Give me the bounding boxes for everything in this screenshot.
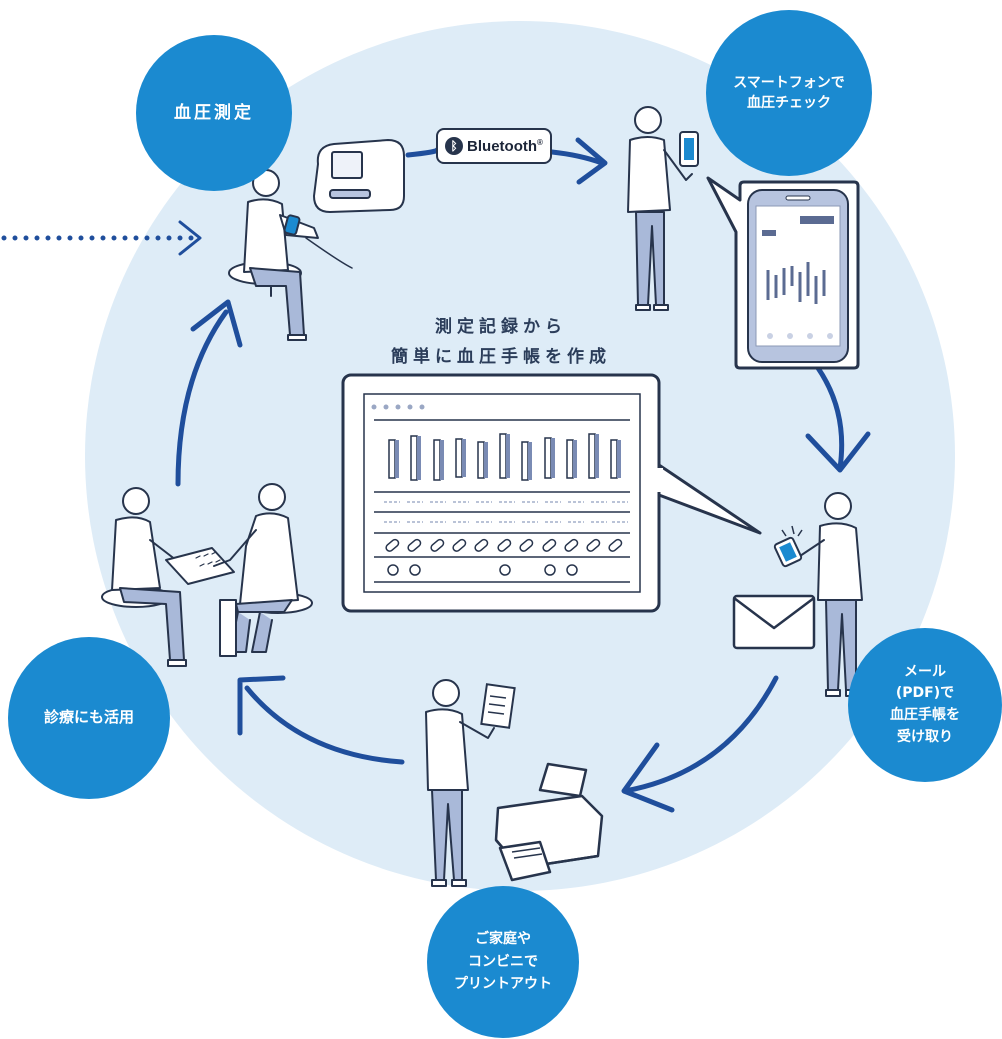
badge-mail-line-1: メール	[904, 663, 946, 680]
badge-measure: 血圧測定	[136, 35, 292, 191]
arrow-clinic-to-measure	[175, 299, 243, 487]
bluetooth-label: ᛒ Bluetooth®	[436, 128, 552, 164]
badge-smartphone: スマートフォンで 血圧チェック	[706, 10, 872, 176]
incoming-dotted-arrow	[1, 220, 202, 256]
arrow-phone-to-mail	[805, 365, 871, 473]
badge-mail-line-2: (PDF)で	[895, 685, 955, 702]
printer-icon	[494, 762, 604, 882]
document-icon	[480, 683, 516, 729]
badge-smartphone-line-2: 血圧チェック	[747, 95, 831, 111]
arrow-print-to-clinic	[237, 675, 405, 765]
smartphone-icon	[773, 525, 803, 568]
badge-mail: メール (PDF)で 血圧手帳を 受け取り	[848, 628, 1002, 782]
blood-pressure-monitor-icon	[313, 139, 405, 213]
badge-mail-line-3: 血圧手帳を	[890, 707, 960, 723]
bluetooth-text: Bluetooth	[467, 137, 538, 155]
person-printing	[425, 679, 495, 887]
badge-mail-line-4: 受け取り	[897, 728, 953, 745]
person-receiving-mail	[791, 492, 863, 697]
patient-and-doctor	[101, 483, 313, 667]
smartphone-icon	[679, 131, 699, 167]
arrow-mail-to-print	[621, 675, 779, 813]
phone-app-bubble	[706, 176, 860, 370]
center-caption-line-2: 簡単に血圧手帳を作成	[391, 347, 611, 367]
badge-print-line-2: コンビニで	[468, 953, 538, 970]
badge-clinic: 診療にも活用	[8, 637, 170, 799]
badge-measure-label: 血圧測定	[174, 102, 254, 123]
registered-mark: ®	[537, 137, 543, 147]
person-with-smartphone	[627, 106, 693, 311]
notebook-bar-chart	[388, 433, 618, 481]
bluetooth-icon: ᛒ	[445, 137, 464, 155]
badge-print-line-3: プリントアウト	[454, 976, 552, 993]
blood-pressure-notebook	[341, 373, 762, 613]
center-caption-line-1: 測定記録から	[435, 317, 567, 337]
pill-icon	[385, 538, 623, 552]
badge-print: ご家庭や コンビニで プリントアウト	[427, 886, 579, 1038]
envelope-icon	[732, 594, 816, 650]
badge-clinic-label: 診療にも活用	[43, 708, 134, 727]
badge-smartphone-line-1: スマートフォンで	[733, 74, 845, 91]
person-measuring	[228, 169, 353, 341]
badge-print-line-1: ご家庭や	[475, 931, 531, 948]
